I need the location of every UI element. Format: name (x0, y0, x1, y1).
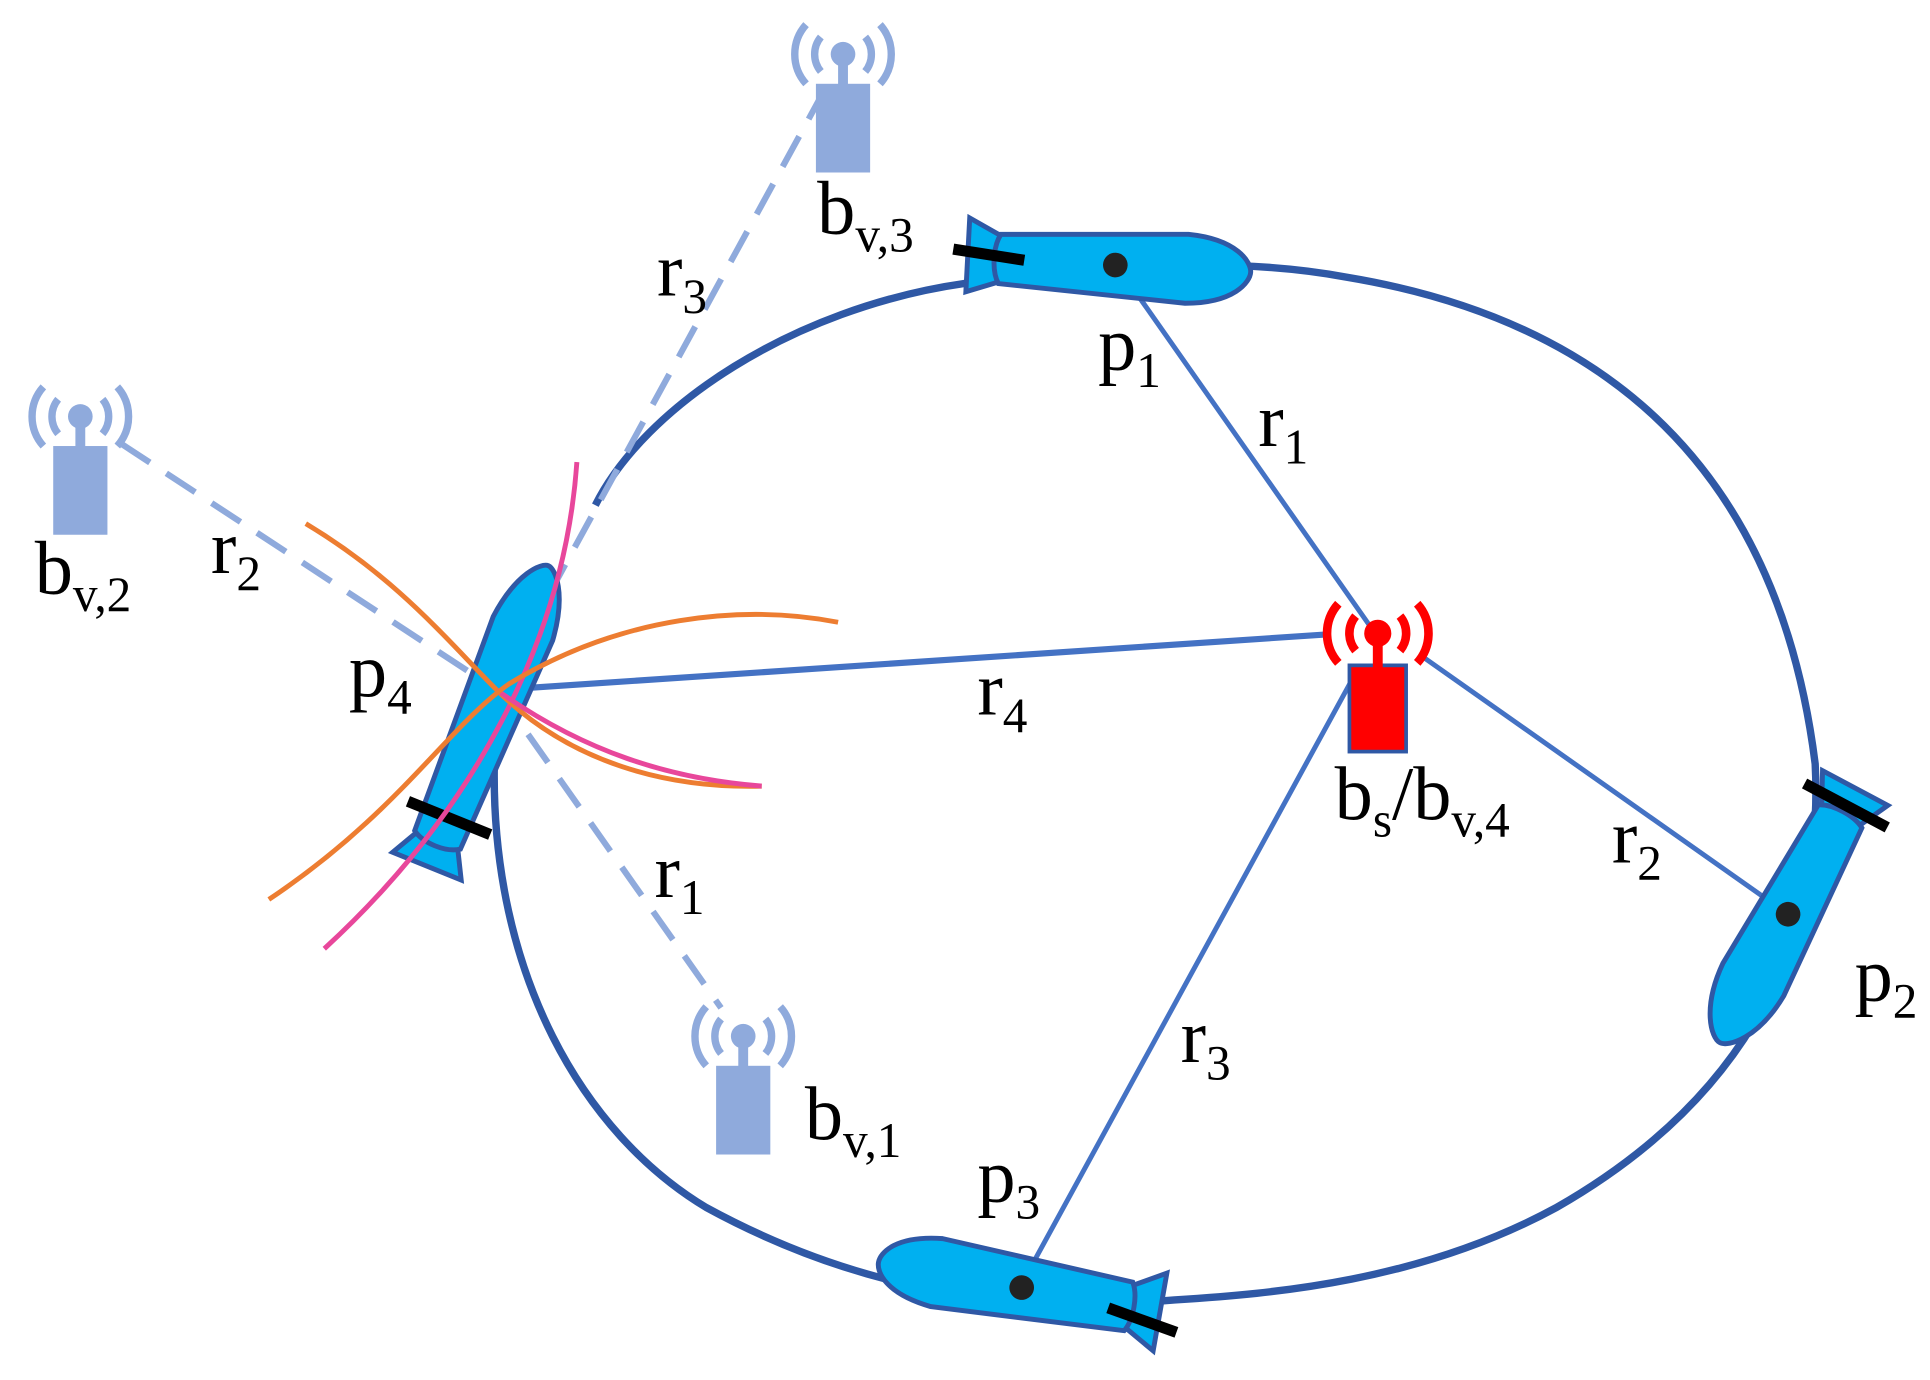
label-r3-true: r3 (1181, 994, 1231, 1090)
auv-icon (1707, 802, 1865, 1047)
label-bv3: bv,3 (817, 166, 914, 262)
position-dot-icon (1775, 901, 1801, 927)
antenna-head-icon (830, 41, 856, 67)
virtual-beacon-bv2 (28, 384, 133, 535)
label-r4-true: r4 (977, 647, 1027, 743)
auv-icon (875, 1235, 1138, 1334)
antenna-head-icon (730, 1023, 756, 1049)
virtual-beacon-bv3 (791, 22, 895, 173)
label-r3-virtual: r3 (657, 228, 707, 324)
label-r2-true: r2 (1612, 795, 1662, 891)
virtual-beacon-bv1 (691, 1004, 796, 1155)
virtual-range-line-r2 (119, 440, 499, 693)
label-r1-virtual: r1 (655, 829, 705, 925)
propeller-bar-icon (1106, 1302, 1179, 1338)
label-bs: bs/bv,4 (1335, 751, 1510, 847)
vehicle-p4 (387, 562, 562, 884)
antenna-mast-icon (1372, 640, 1383, 671)
vehicle-p2 (1707, 766, 1893, 1047)
propeller-bar-icon (405, 796, 493, 840)
signal-waves-icon (691, 1004, 796, 1069)
label-p1: p1 (1098, 302, 1161, 398)
antenna-tower-icon (1347, 663, 1408, 754)
position-dot-icon (1009, 1275, 1034, 1300)
range-arc-4 (267, 612, 839, 902)
label-r2-virtual: r2 (211, 505, 261, 601)
signal-waves-icon (1322, 600, 1433, 666)
antenna-mast-icon (738, 1041, 749, 1071)
vehicle-p1 (952, 213, 1254, 306)
antenna-mast-icon (75, 421, 86, 451)
signal-waves-icon (28, 384, 133, 449)
label-r1-true: r1 (1258, 378, 1308, 474)
virtual-range-line-r1 (494, 688, 724, 1010)
range-line-r4 (496, 631, 1325, 694)
signal-waves-icon (791, 22, 895, 87)
propeller-bar-icon (1801, 778, 1890, 833)
antenna-tower-icon (815, 83, 871, 173)
antenna-tower-icon (53, 446, 108, 535)
true-beacon-bs (1322, 600, 1433, 754)
position-dot-icon (1102, 252, 1128, 278)
antenna-head-icon (1364, 619, 1392, 647)
range-line-r1 (1114, 263, 1374, 630)
propeller-bar-icon (952, 243, 1026, 266)
range-line-r2 (1419, 653, 1790, 917)
label-bv1: bv,1 (805, 1072, 902, 1168)
label-p3: p3 (977, 1133, 1040, 1229)
label-p4: p4 (349, 628, 412, 724)
antenna-mast-icon (838, 59, 848, 89)
range-line-r3 (1019, 676, 1356, 1286)
vehicle-p3 (875, 1235, 1179, 1356)
antenna-head-icon (68, 404, 93, 429)
range-arc-1 (322, 461, 580, 951)
range-arc-3 (495, 687, 762, 789)
label-p2: p2 (1855, 933, 1918, 1029)
label-bv2: bv,2 (35, 526, 132, 622)
antenna-tower-icon (716, 1065, 771, 1155)
